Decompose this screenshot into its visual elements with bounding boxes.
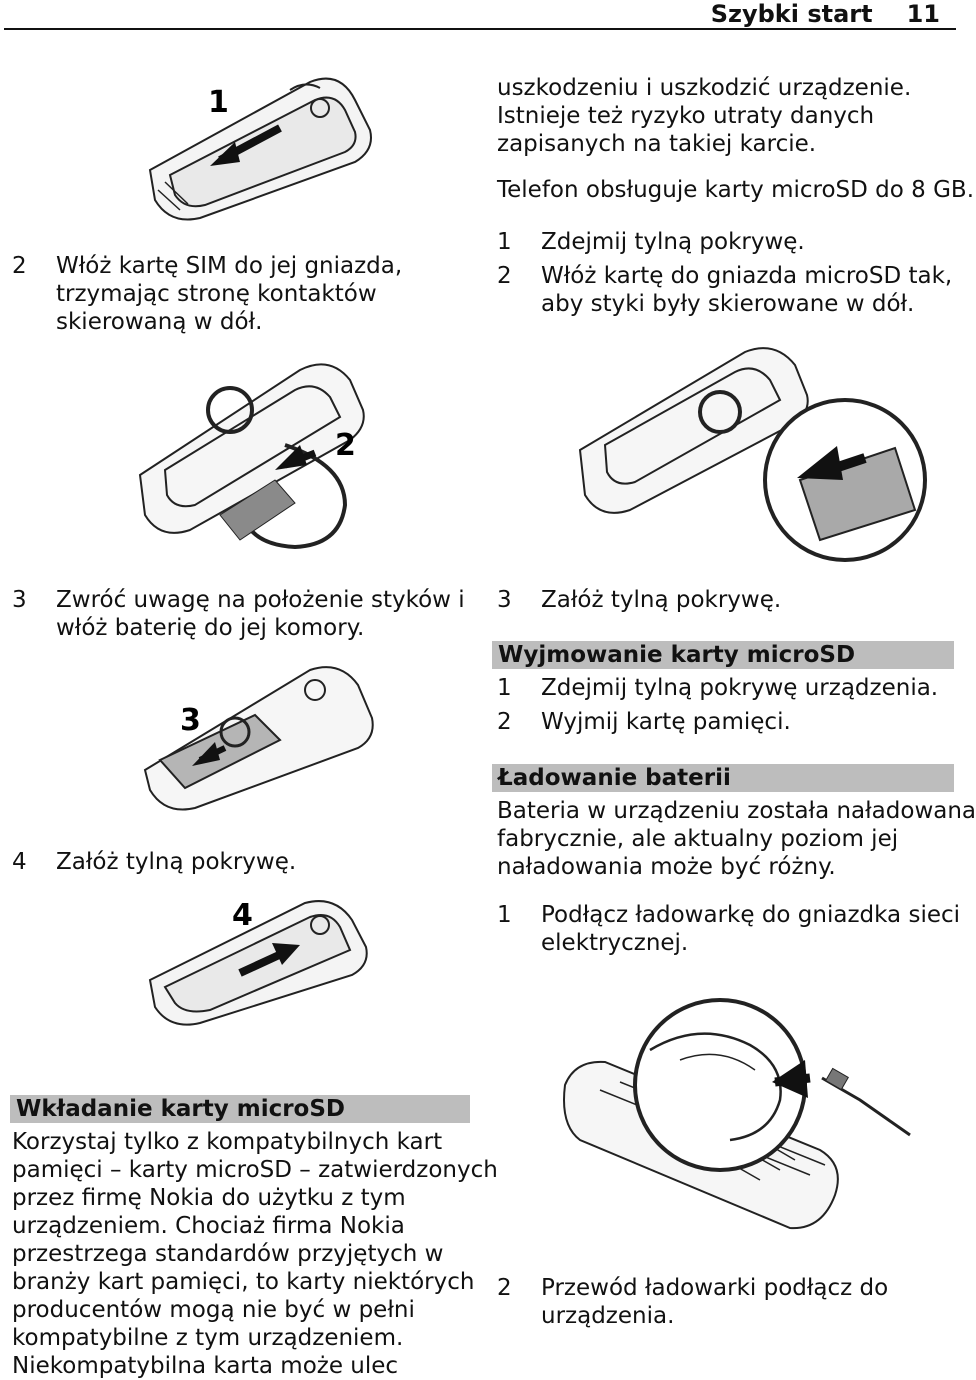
figure-remove-cover: 1 (140, 70, 380, 220)
figure-label: 1 (208, 85, 229, 120)
header-divider (4, 28, 956, 30)
remove-step-2: 2 Wyjmij kartę pamięci. (497, 709, 791, 735)
charging-step-1: 1 Podłącz ładowarkę do gniazdka sieci el… (497, 902, 961, 956)
figure-label: 2 (335, 428, 356, 463)
page-header: Szybki start 11 (711, 0, 940, 28)
remove-step-1: 1 Zdejmij tylną pokrywę urządzenia. (497, 675, 939, 701)
section-heading-insert-microsd: Wkładanie karty microSD (10, 1095, 470, 1123)
section-heading-remove-microsd: Wyjmowanie karty microSD (492, 641, 954, 669)
microsd-step-1: 1 Zdejmij tylną pokrywę. (497, 229, 805, 255)
figure-connect-charger (560, 990, 930, 1255)
figure-replace-cover: 4 (140, 898, 380, 1025)
battery-step-3: 3 Zwróć uwagę na położenie styków i włóż… (12, 587, 465, 641)
microsd-step-3: 3 Załóż tylną pokrywę. (497, 587, 782, 613)
continued-paragraph: uszkodzeniu i uszkodzić urządzenie. Istn… (497, 75, 912, 157)
cover-step-4: 4 Załóż tylną pokrywę. (12, 849, 297, 875)
figure-insert-microsd (575, 340, 915, 555)
microsd-support-text: Telefon obsługuje karty microSD do 8 GB. (497, 177, 975, 203)
figure-label: 3 (180, 703, 201, 738)
charging-step-2: 2 Przewód ładowarki podłącz do urządzeni… (497, 1275, 889, 1329)
figure-label: 4 (232, 898, 253, 933)
section-heading-charging: Ładowanie baterii (492, 764, 954, 792)
sim-step-2: 2 Włóż kartę SIM do jej gniazda, trzymaj… (12, 253, 403, 335)
charging-paragraph: Bateria w urządzeniu została naładowana … (497, 798, 976, 880)
section-title: Szybki start (710, 0, 873, 28)
figure-insert-battery: 3 (140, 660, 380, 810)
figure-insert-sim: 2 (135, 355, 365, 550)
insert-microsd-paragraph: Korzystaj tylko z kompatybilnych kart pa… (12, 1129, 498, 1379)
microsd-step-2: 2 Włóż kartę do gniazda microSD tak, aby… (497, 263, 953, 317)
page-number: 11 (906, 0, 940, 28)
